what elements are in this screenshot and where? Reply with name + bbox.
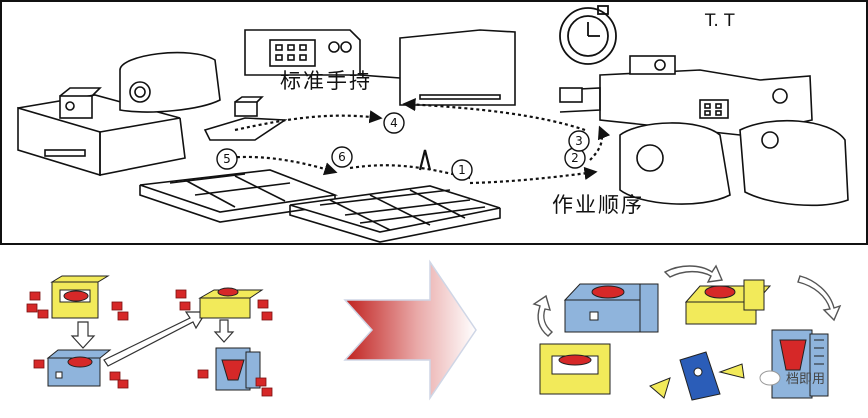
svg-text:3: 3	[575, 134, 583, 148]
worker-figure	[650, 352, 744, 400]
step-marker-6: 6	[332, 147, 352, 167]
svg-text:2: 2	[571, 151, 579, 165]
svg-text:档即用: 档即用	[786, 372, 825, 387]
svg-text:1: 1	[458, 163, 466, 177]
down-arrow	[72, 322, 94, 348]
blue-machine-2	[565, 284, 658, 332]
svg-text:5: 5	[223, 152, 231, 166]
step-marker-4: 4	[384, 113, 404, 133]
step-marker-5: 5	[217, 149, 237, 169]
transition-arrow	[345, 262, 476, 398]
watermark-right: 档即用	[760, 371, 825, 387]
takt-time-label: T. T	[704, 11, 735, 31]
svg-text:6: 6	[338, 150, 346, 164]
blue-machine-1	[48, 350, 110, 386]
work-sequence-label: 作业顺序	[552, 193, 644, 217]
press-machine-2	[772, 330, 828, 398]
step-marker-1: 1	[452, 160, 472, 180]
svg-text:六致跨境: 六致跨境	[24, 396, 76, 411]
watermark-left: 六致跨境	[8, 396, 76, 411]
down-arrow-2	[215, 320, 233, 342]
top-sketch-panel: 4 5 6 1 2 3 标准手持 作业顺序	[1, 1, 867, 244]
svg-text:4: 4	[390, 116, 398, 130]
step-marker-3: 3	[569, 131, 589, 151]
yellow-machine-1	[52, 276, 108, 318]
yellow-machine-2	[200, 288, 262, 318]
standard-hold-label: 标准手持	[280, 69, 372, 93]
yellow-machine-4	[540, 344, 610, 394]
yellow-machine-3	[686, 280, 770, 324]
press-machine-1	[216, 348, 260, 390]
before-layout-diagram	[27, 276, 272, 396]
